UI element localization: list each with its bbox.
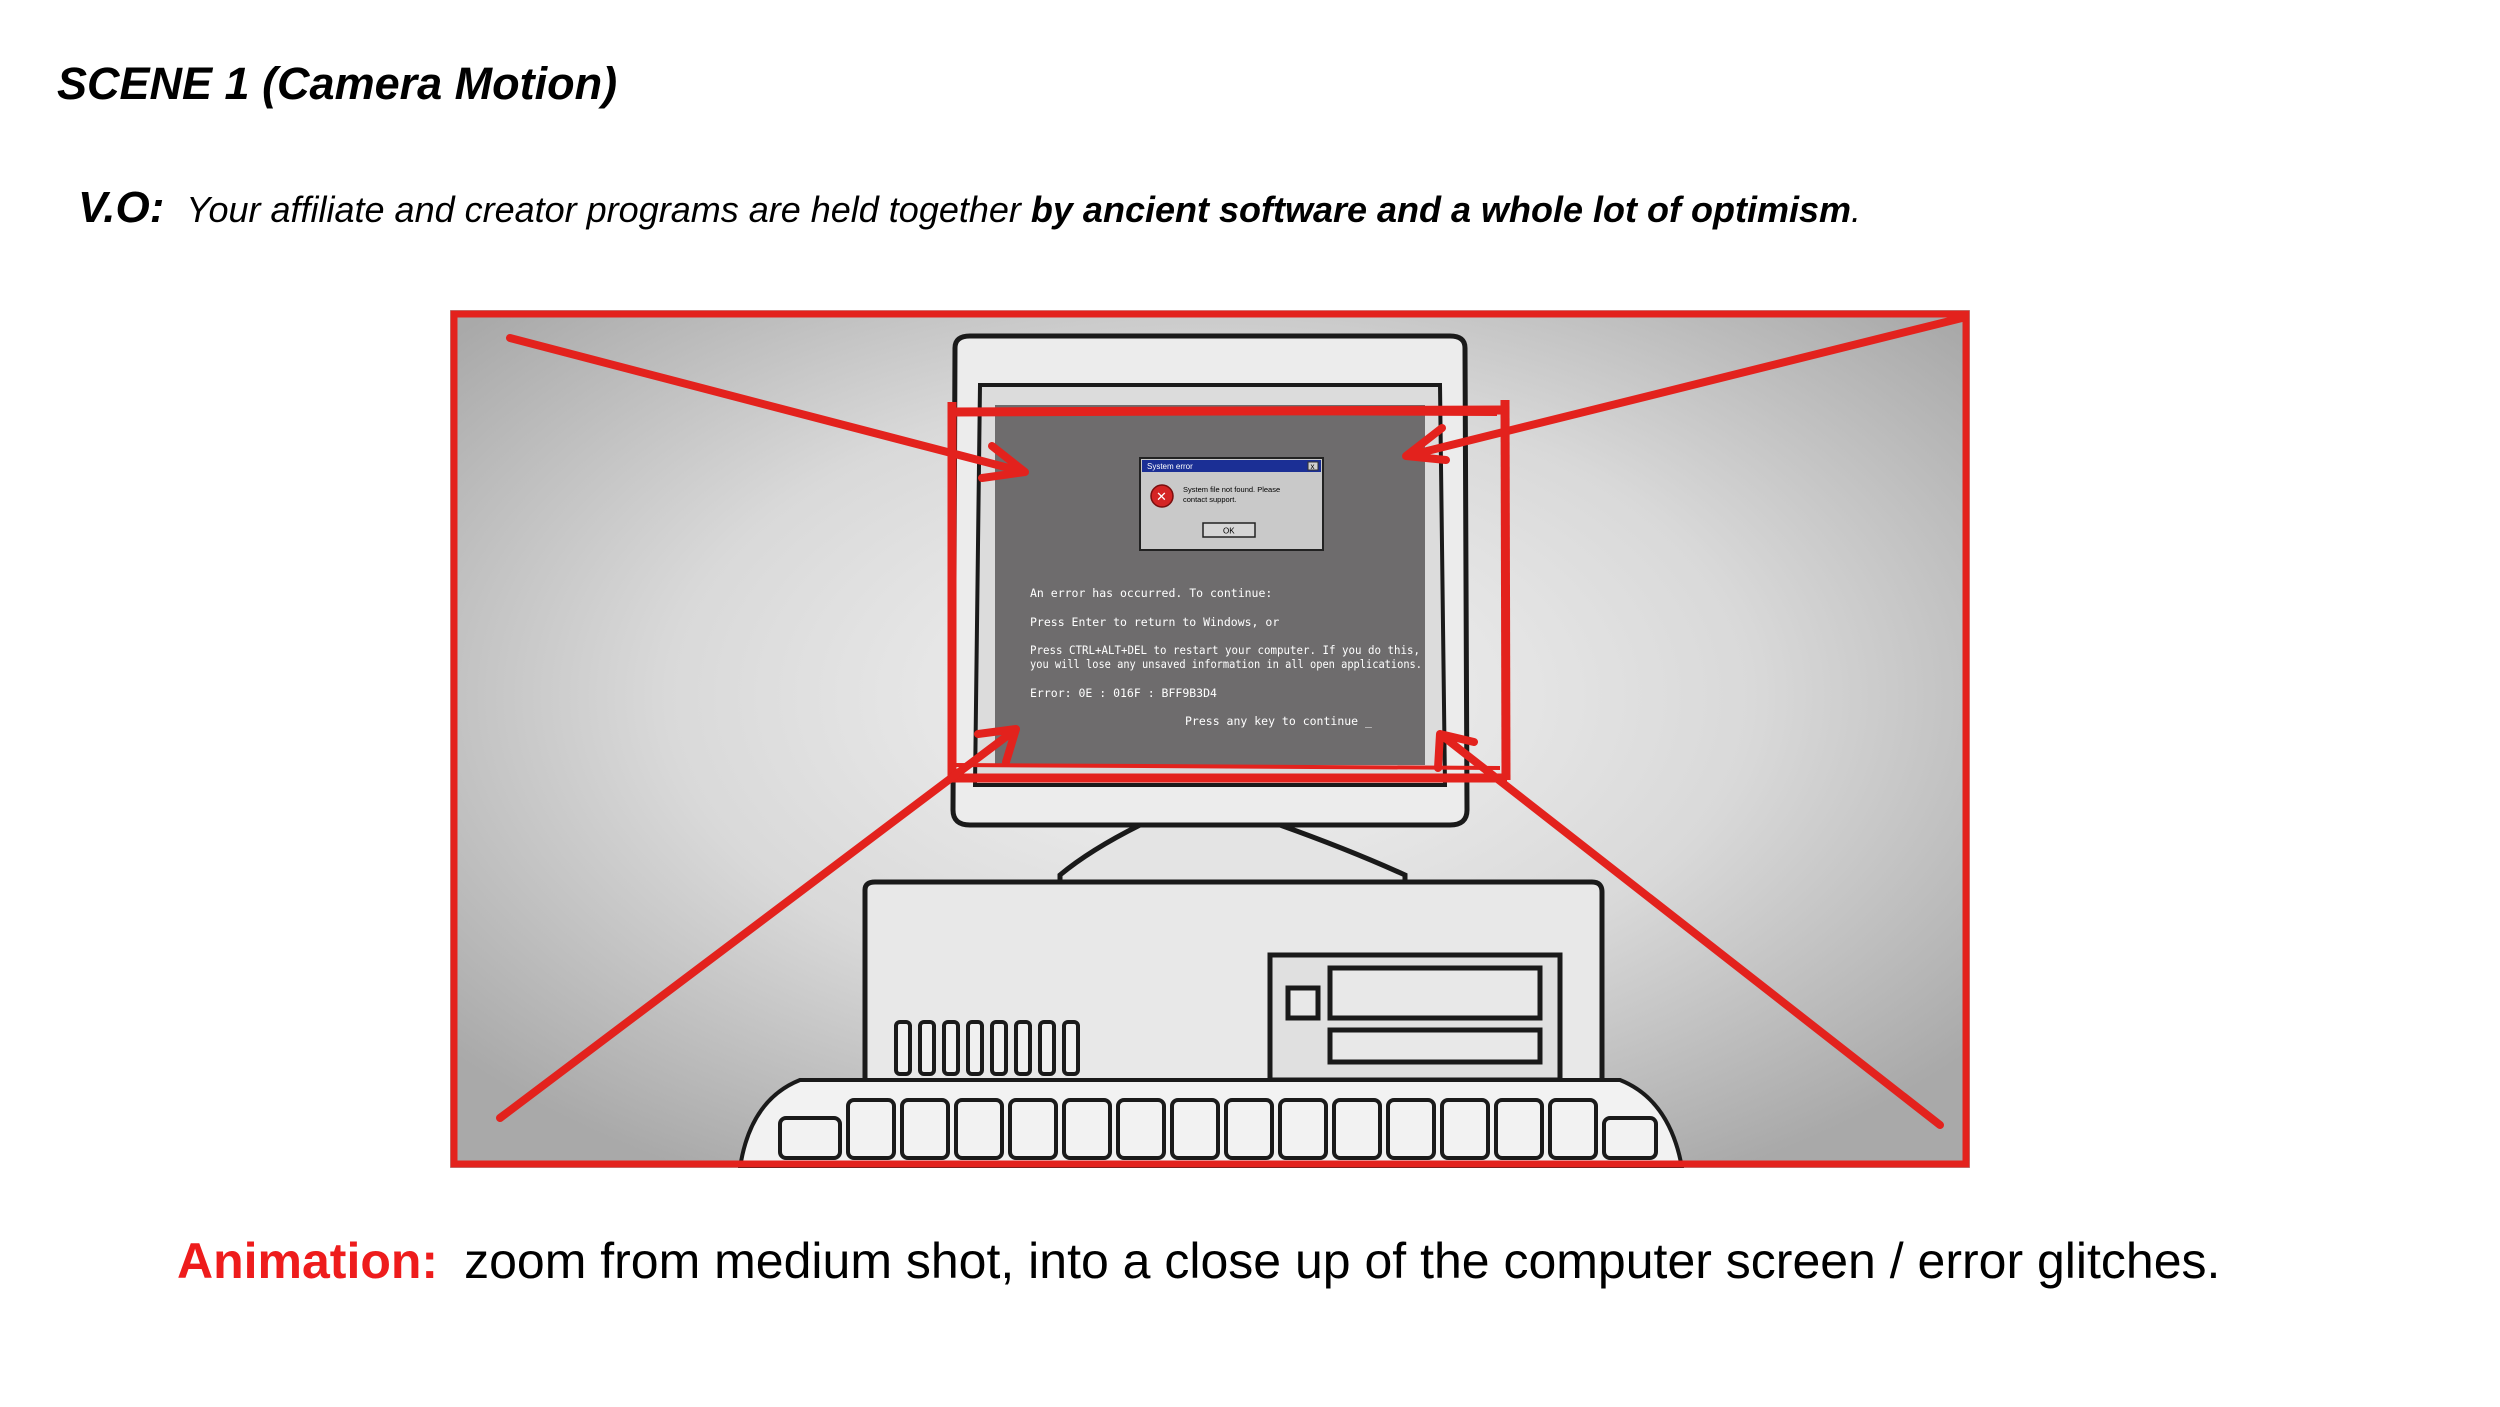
dialog-ok-label: OK: [1223, 527, 1235, 536]
scene-title: SCENE 1 (Camera Motion): [57, 58, 618, 109]
screen-line-1: An error has occurred. To continue:: [1030, 586, 1272, 600]
arrow-bottom-left: [496, 725, 1020, 1122]
storyboard-illustration: System error x ✕ System file not found. …: [450, 310, 1970, 1168]
screen-text: An error has occurred. To continue: Pres…: [1030, 586, 1422, 728]
zoom-target-frame: [947, 399, 1511, 783]
dialog-title: System error: [1147, 462, 1193, 471]
keyboard: [737, 1078, 1685, 1168]
storyboard-frame: System error x ✕ System file not found. …: [450, 310, 1970, 1168]
dialog-close-button: [1307, 461, 1319, 471]
screen-line-2: Press Enter to return to Windows, or: [1030, 615, 1279, 629]
arrow-bottom-right: [1434, 730, 1944, 1129]
dialog-message-line-1: System file not found. Please: [1183, 485, 1280, 494]
system-error-dialog: System error x ✕ System file not found. …: [1139, 457, 1324, 551]
dialog-close-icon: x: [1311, 462, 1315, 471]
animation-text: zoom from medium shot, into a close up o…: [464, 1233, 2221, 1289]
dialog-message-line-2: contact support.: [1183, 495, 1236, 504]
animation-note: Animation: zoom from medium shot, into a…: [177, 1232, 2220, 1290]
screen-line-5: Error: 0E : 016F : BFF9B3D4: [1030, 686, 1217, 700]
dialog-ok-button: [1202, 522, 1256, 538]
voice-over-text-bold: by ancient software and a whole lot of o…: [1030, 189, 1852, 230]
voice-over-text-plain: Your affiliate and creator programs are …: [186, 189, 1031, 230]
screen-line-6: Press any key to continue _: [1185, 714, 1372, 728]
voice-over-text: Your affiliate and creator programs are …: [186, 189, 1861, 231]
arrow-top-left: [506, 334, 1029, 482]
voice-over-label: V.O:: [78, 183, 165, 232]
case-vents: [894, 1020, 1080, 1076]
screen-line-4: you will lose any unsaved information in…: [1030, 657, 1422, 671]
zoom-arrows: [496, 314, 1966, 1129]
animation-label: Animation:: [177, 1233, 439, 1289]
screen-line-3: Press CTRL+ALT+DEL to restart your compu…: [1030, 643, 1420, 657]
voice-over-row: V.O: Your affiliate and creator programs…: [78, 183, 1861, 233]
voice-over-text-end: .: [1851, 189, 1862, 230]
error-icon: [1150, 484, 1174, 508]
arrow-top-right: [1402, 314, 1966, 464]
error-icon-glyph: ✕: [1156, 490, 1167, 505]
storyboard-border: [450, 310, 1970, 1168]
